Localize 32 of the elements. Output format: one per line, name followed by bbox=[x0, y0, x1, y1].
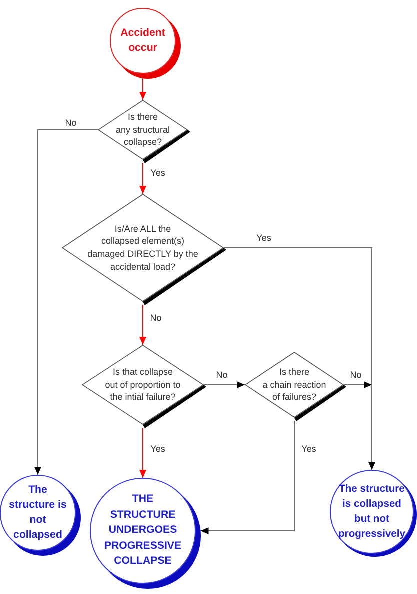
arrow bbox=[200, 420, 295, 534]
outcome-text: The structure is collapsed but not progressively bbox=[338, 483, 406, 542]
outcome-text: The structure is not collapsed bbox=[9, 483, 67, 543]
edge-label: Yes bbox=[150, 168, 166, 178]
start-text: Accident occur bbox=[120, 26, 166, 56]
question-text: Is there a chain reaction of failures? bbox=[262, 366, 326, 404]
outcome-circle bbox=[0, 475, 82, 557]
outcome-circle bbox=[330, 470, 417, 558]
arrow bbox=[140, 428, 146, 478]
decision-diamond bbox=[62, 194, 227, 306]
edge-label: No bbox=[149, 313, 163, 323]
arrow bbox=[204, 382, 246, 388]
arrow bbox=[140, 162, 146, 194]
decision-diamond bbox=[98, 100, 191, 164]
edge-label: Yes bbox=[300, 444, 318, 454]
decision-diamond bbox=[82, 345, 207, 429]
edge-label: No bbox=[215, 370, 229, 380]
arrow bbox=[140, 78, 146, 100]
edge-label: Yes bbox=[256, 233, 272, 243]
outcome-text: THE STRUCTURE UNDERGOES PROGRESSIVE COLLAPSE bbox=[104, 492, 182, 570]
edge-label: No bbox=[349, 370, 363, 380]
decision-diamond bbox=[245, 352, 347, 422]
arrow bbox=[344, 382, 376, 470]
question-text: Is/Are ALL the collapsed element(s) damaged DIRECTLY by the accidental load? bbox=[88, 222, 198, 274]
start-circle bbox=[110, 8, 182, 80]
edge-label: No bbox=[64, 118, 78, 128]
question-text: Is that collapse out of proportion to the intial failure? bbox=[105, 366, 181, 404]
edge-label: Yes bbox=[150, 444, 166, 454]
arrow bbox=[140, 304, 146, 346]
outcome-circle bbox=[90, 478, 202, 590]
question-text: Is there any structural collapse? bbox=[116, 110, 170, 150]
arrow bbox=[34, 130, 98, 476]
